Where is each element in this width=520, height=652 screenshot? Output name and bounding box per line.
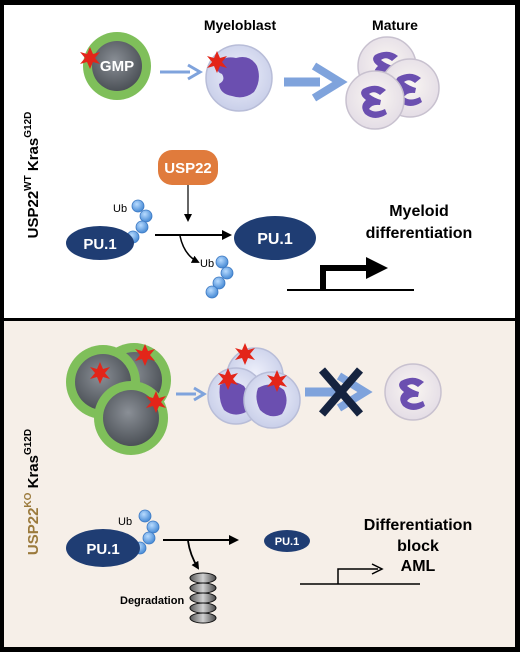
- gene-expression-low-icon: [300, 563, 420, 585]
- outcome-block-label: block: [397, 538, 439, 555]
- outcome-myeloid-label: Myeloid: [389, 203, 449, 220]
- panel-divider: [4, 318, 515, 321]
- bottom-side-label-g12d: G12D: [23, 429, 34, 455]
- myeloblast-cell: [205, 44, 273, 112]
- svg-text:USP22KO KrasG12D: USP22KO KrasG12D: [23, 429, 42, 555]
- svg-text:USP22WT KrasG12D: USP22WT KrasG12D: [23, 112, 42, 239]
- top-side-label: USP22WT KrasG12D: [23, 112, 42, 239]
- mature-cell: [384, 363, 442, 421]
- outcome-differentiation-label-ko: Differentiation: [364, 517, 472, 534]
- top-side-label-g12d: G12D: [23, 112, 34, 138]
- pu1-ubiquitinated: PU.1: [66, 226, 134, 260]
- usp22-enzyme: USP22: [158, 150, 218, 185]
- bottom-side-label-gene-usp22: USP22: [25, 508, 42, 556]
- pu1-left-label-ko: PU.1: [86, 541, 119, 558]
- pu1-residual: PU.1: [264, 530, 310, 552]
- pu1-right-label-ko: PU.1: [275, 536, 299, 548]
- gene-expression-on-icon: [287, 257, 414, 291]
- ub-removed-label: Ub: [200, 258, 214, 270]
- usp22-label: USP22: [164, 160, 212, 177]
- top-side-label-kras: Kras: [25, 138, 42, 171]
- pu1-left-label: PU.1: [83, 236, 116, 253]
- pu1-right-label: PU.1: [257, 231, 293, 248]
- outcome-differentiation-label: differentiation: [366, 225, 473, 242]
- mature-label: Mature: [372, 17, 418, 33]
- ub-label: Ub: [113, 203, 127, 215]
- pu1-ubiquitinated-ko: PU.1: [66, 529, 140, 567]
- ub-label: Ub: [118, 516, 132, 528]
- block-x-icon: [318, 367, 364, 417]
- bottom-side-label: USP22KO KrasG12D: [23, 429, 42, 555]
- bottom-side-label-kras: Kras: [25, 455, 42, 488]
- myeloblast-label: Myeloblast: [204, 17, 277, 33]
- bottom-side-label-ko: KO: [23, 492, 34, 507]
- differentiation-arrow: [284, 62, 348, 102]
- top-side-label-wt: WT: [23, 175, 34, 191]
- top-side-label-gene-usp22: USP22: [25, 191, 42, 239]
- mature-cells: [345, 36, 440, 130]
- pu1-stable: PU.1: [234, 216, 316, 260]
- myeloblast-cluster: [207, 347, 301, 429]
- degradation-label: Degradation: [120, 595, 184, 607]
- gmp-label: GMP: [100, 58, 134, 75]
- outcome-aml-label: AML: [401, 558, 436, 575]
- proteasome-icon: [189, 572, 217, 624]
- gmp-cell: GMP: [83, 32, 151, 100]
